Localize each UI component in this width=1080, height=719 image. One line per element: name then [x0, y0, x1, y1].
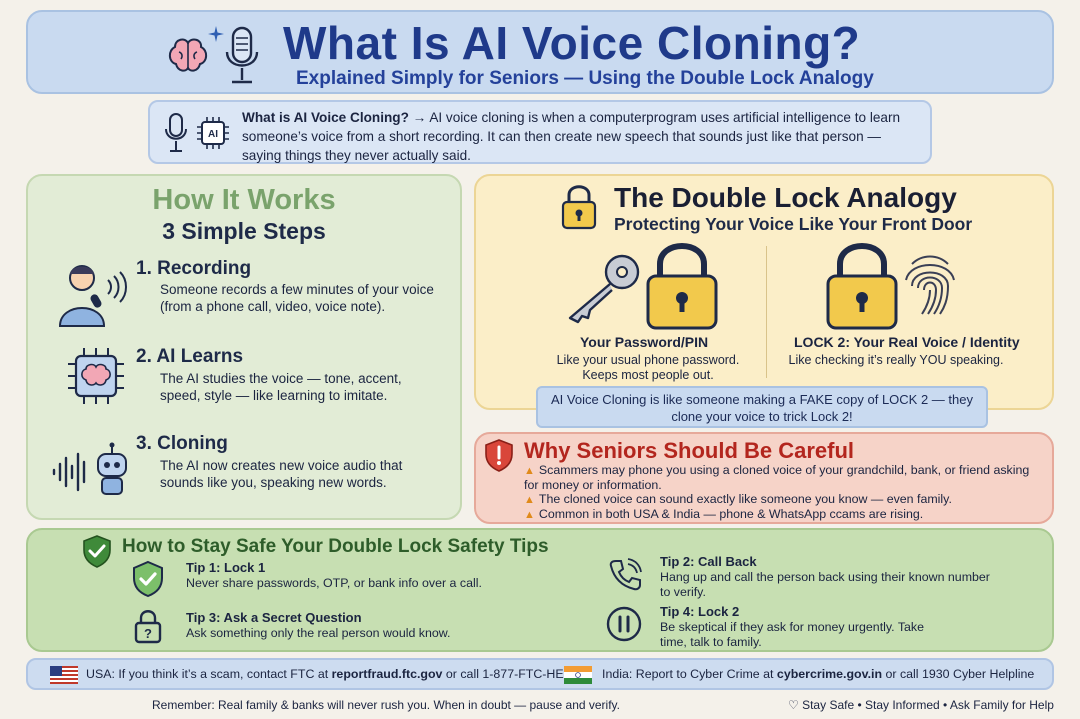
robot-voice-icon: [52, 442, 127, 495]
tip-3-body: Ask something only the real person would…: [186, 626, 451, 640]
padlock-icon: [561, 185, 597, 230]
safety-tips-panel: How to Stay Safe Your Double Lock Safety…: [26, 528, 1054, 652]
page-title: What Is AI Voice Cloning?: [283, 17, 861, 69]
person-speaking-icon: [58, 265, 127, 327]
clone-note: AI Voice Cloning is like someone making …: [536, 386, 988, 428]
phone-icon: [609, 558, 642, 591]
footer-tagline: ♡ Stay Safe • Stay Informed • Ask Family…: [788, 698, 1054, 712]
double-lock-subtitle: Protecting Your Voice Like Your Front Do…: [614, 214, 973, 234]
page-subtitle: Explained Simply for Seniors — Using the…: [296, 68, 874, 89]
india-flag-icon: [564, 666, 592, 684]
double-lock-panel: The Double Lock Analogy Protecting Your …: [474, 174, 1054, 410]
definition-text: What is AI Voice Cloning? → AI voice clo…: [242, 108, 922, 165]
fingerprint-icon: [905, 255, 955, 315]
warning-shield-icon: [485, 439, 513, 472]
secret-lock-icon: ?: [134, 610, 162, 644]
how-it-works-panel: How It Works 3 Simple Steps 1. Recording…: [26, 174, 462, 520]
lock-1-label: Your Password/PIN: [580, 334, 709, 350]
question-mark: ?: [144, 626, 152, 641]
step-1-body: Someone records a few minutes of your vo…: [160, 282, 434, 314]
key-icon: [568, 254, 640, 324]
definition-label: What is AI Voice Cloning? →: [242, 110, 427, 125]
careful-item-1: ▲Scammers may phone you using a cloned v…: [524, 463, 1030, 492]
ai-chip-icon: AI: [197, 117, 229, 149]
step-1-title: 1. Recording: [136, 258, 252, 279]
ai-brain-chip-icon: [68, 348, 124, 404]
tip-2-body: Hang up and call the person back using t…: [660, 570, 990, 599]
header-banner: What Is AI Voice Cloning? Explained Simp…: [26, 10, 1054, 94]
ai-chip-label: AI: [208, 129, 218, 140]
tip-3-title: Tip 3: Ask a Secret Question: [186, 610, 362, 625]
microphone-icon: [165, 113, 187, 152]
step-3-title: 3. Cloning: [136, 433, 228, 454]
check-shield-icon: [133, 560, 163, 598]
lock-1-description: Like your usual phone password. Keeps mo…: [556, 353, 740, 382]
careful-item-2: ▲The cloned voice can sound exactly like…: [524, 492, 952, 506]
careful-item-3: ▲Common in both USA & India — phone & Wh…: [524, 507, 924, 521]
warning-icon: ▲: [524, 509, 535, 521]
check-shield-icon: [83, 535, 111, 568]
india-contact: India: Report to Cyber Crime at cybercri…: [602, 667, 1035, 681]
usa-flag-icon: [50, 666, 78, 684]
lock-divider: [766, 246, 767, 378]
safety-title: How to Stay Safe Your Double Lock Safety…: [122, 536, 549, 557]
step-3-body: The AI now creates new voice audio that …: [160, 458, 403, 490]
double-lock-title: The Double Lock Analogy: [614, 182, 957, 213]
tip-2-title: Tip 2: Call Back: [660, 554, 757, 569]
tip-4-body: Be skeptical if they ask for money urgen…: [660, 620, 925, 649]
heart-icon: ♡: [788, 698, 803, 712]
contacts-bar: USA: If you think it’s a scam, contact F…: [26, 658, 1054, 690]
careful-panel: Why Seniors Should Be Careful ▲Scammers …: [474, 432, 1054, 524]
definition-body: AI voice cloning is when a computerprogr…: [242, 110, 901, 163]
definition-box: AI What is AI Voice Cloning? → AI voice …: [148, 100, 932, 164]
footer-reminder: Remember: Real family & banks will never…: [152, 698, 620, 712]
step-2-body: The AI studies the voice — tone, accent,…: [160, 371, 402, 403]
tip-1-body: Never share passwords, OTP, or bank info…: [186, 576, 482, 590]
usa-link[interactable]: reportfraud.ftc.gov: [331, 667, 443, 681]
warning-icon: ▲: [524, 465, 535, 477]
warning-icon: ▲: [524, 494, 535, 506]
lock-2-description: Like checking it’s really YOU speaking.: [788, 353, 1004, 367]
india-link[interactable]: cybercrime.gov.in: [776, 667, 883, 681]
lock-2-padlock-icon: [826, 243, 898, 330]
how-it-works-subtitle: 3 Simple Steps: [162, 218, 326, 244]
usa-contact: USA: If you think it’s a scam, contact F…: [86, 667, 579, 681]
lock-2-label: LOCK 2: Your Real Voice / Identity: [794, 334, 1020, 350]
brain-icon: [168, 38, 208, 72]
microphone-icon: [225, 26, 259, 84]
how-it-works-title: How It Works: [152, 184, 336, 216]
step-2-title: 2. AI Learns: [136, 346, 244, 367]
lock-1-padlock-icon: [646, 243, 718, 330]
tip-1-title: Tip 1: Lock 1: [186, 560, 266, 575]
careful-title: Why Seniors Should Be Careful: [524, 438, 855, 463]
pause-icon: [606, 606, 642, 642]
sparkle-icon: [208, 26, 224, 42]
tip-4-title: Tip 4: Lock 2: [660, 604, 740, 619]
